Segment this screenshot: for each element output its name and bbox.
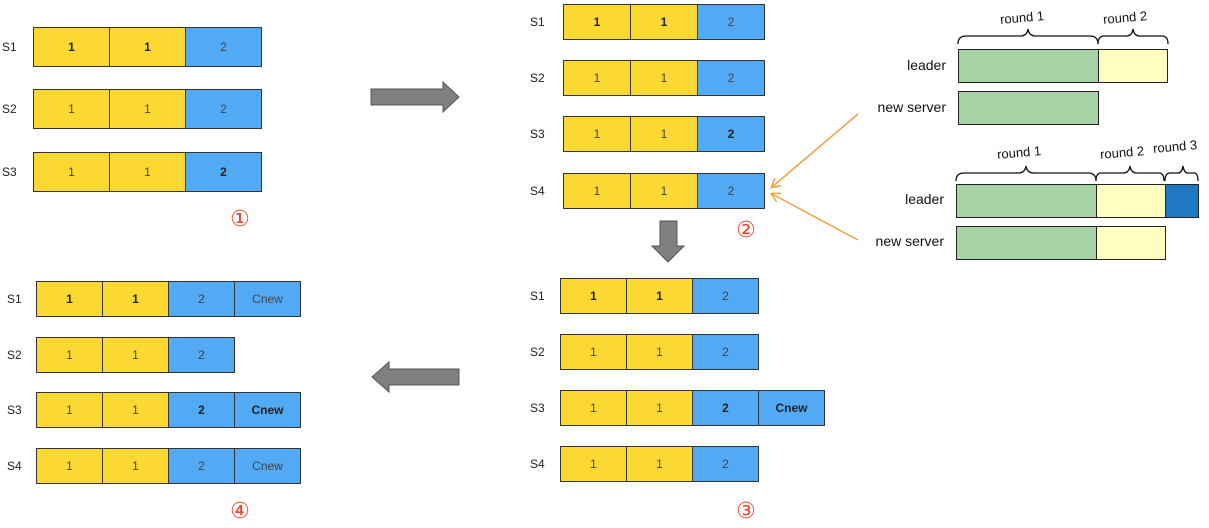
log-entry-term2: 2 <box>185 27 262 67</box>
log-entry-term1: 1 <box>626 446 693 482</box>
log-entry-term1: 1 <box>630 173 698 209</box>
log-entry-term1: 1 <box>626 334 693 370</box>
brace-bottom-round3 <box>1164 165 1199 182</box>
server-label: S2 <box>7 348 22 362</box>
log-entry-term1: 1 <box>630 116 698 152</box>
log-entry-term1: 1 <box>102 392 169 428</box>
server-label: S3 <box>7 403 22 417</box>
gray-arrow-right <box>370 80 460 114</box>
log-entry-term2: 2 <box>697 173 765 209</box>
leader-round1-bar-bottom <box>956 184 1097 218</box>
new-server-round1-bar-bottom <box>956 226 1097 260</box>
log-entry-term1: 1 <box>102 281 169 317</box>
log-entry-term1: 1 <box>560 278 627 314</box>
log-entry-term1: 1 <box>102 337 169 373</box>
gray-arrow-down <box>650 220 686 263</box>
log-entry-cnew: Cnew <box>758 390 825 426</box>
log-entry-term2: 2 <box>697 60 765 96</box>
log-entry-cnew: Cnew <box>234 281 301 317</box>
orange-arrow-upper <box>772 113 859 187</box>
server-label: S3 <box>530 127 545 141</box>
new-server-label-bottom: new server <box>875 233 944 249</box>
log-entry-term1: 1 <box>563 116 631 152</box>
server-label: S2 <box>530 71 545 85</box>
server-label: S2 <box>2 102 17 116</box>
server-label: S1 <box>530 15 545 29</box>
log-entry-term2: 2 <box>692 390 759 426</box>
server-label: S3 <box>2 165 17 179</box>
brace-top-round1 <box>957 28 1099 45</box>
gray-arrow-left <box>371 360 460 394</box>
brace-bottom-round1 <box>955 165 1097 182</box>
log-entry-term1: 1 <box>109 152 186 192</box>
leader-label-top: leader <box>907 57 946 73</box>
log-entry-term1: 1 <box>109 89 186 129</box>
log-entry-term2: 2 <box>692 446 759 482</box>
orange-arrow-lower <box>772 194 859 241</box>
log-entry-term1: 1 <box>560 334 627 370</box>
log-entry-term2: 2 <box>692 278 759 314</box>
new-server-label-top: new server <box>877 99 946 115</box>
log-entry-term1: 1 <box>36 448 103 484</box>
brace-top-round2 <box>1097 28 1169 45</box>
log-entry-term2: 2 <box>692 334 759 370</box>
log-entry-term2: 2 <box>185 89 262 129</box>
step-marker-2: ② <box>736 217 756 242</box>
new-server-round1-bar-top <box>958 91 1099 125</box>
server-label: S4 <box>7 459 22 473</box>
server-label: S4 <box>530 184 545 198</box>
log-entry-term2: 2 <box>168 448 235 484</box>
server-label: S1 <box>530 289 545 303</box>
log-entry-term1: 1 <box>560 390 627 426</box>
log-entry-term2: 2 <box>697 116 765 152</box>
log-entry-term1: 1 <box>563 173 631 209</box>
log-entry-term2: 2 <box>697 4 765 40</box>
step-marker-3: ③ <box>736 498 756 523</box>
log-entry-term1: 1 <box>626 278 693 314</box>
log-entry-term1: 1 <box>109 27 186 67</box>
log-entry-cnew: Cnew <box>234 392 301 428</box>
leader-round1-bar-top <box>958 49 1099 83</box>
server-label: S1 <box>7 292 22 306</box>
log-entry-term1: 1 <box>560 446 627 482</box>
server-label: S1 <box>2 40 17 54</box>
leader-round2-bar-top <box>1098 49 1168 83</box>
log-entry-term1: 1 <box>36 281 103 317</box>
log-entry-term1: 1 <box>36 337 103 373</box>
log-entry-term2: 2 <box>185 152 262 192</box>
log-entry-cnew: Cnew <box>234 448 301 484</box>
log-entry-term1: 1 <box>563 4 631 40</box>
log-entry-term2: 2 <box>168 337 235 373</box>
server-label: S4 <box>530 457 545 471</box>
log-entry-term1: 1 <box>33 152 110 192</box>
step-marker-4: ④ <box>230 498 250 523</box>
round-braces <box>955 28 1199 182</box>
log-entry-term1: 1 <box>563 60 631 96</box>
log-entry-term1: 1 <box>33 27 110 67</box>
server-label: S3 <box>530 401 545 415</box>
log-entry-term2: 2 <box>168 281 235 317</box>
leader-label-bottom: leader <box>905 191 944 207</box>
new-server-round2-bar-bottom <box>1096 226 1166 260</box>
log-entry-term2: 2 <box>168 392 235 428</box>
step-marker-1: ① <box>230 206 250 231</box>
log-entry-term1: 1 <box>626 390 693 426</box>
log-entry-term1: 1 <box>102 448 169 484</box>
log-entry-term1: 1 <box>36 392 103 428</box>
server-label: S2 <box>530 345 545 359</box>
brace-bottom-round2 <box>1095 165 1165 182</box>
log-entry-term1: 1 <box>33 89 110 129</box>
log-entry-term1: 1 <box>630 4 698 40</box>
log-entry-term1: 1 <box>630 60 698 96</box>
leader-round2-bar-bottom <box>1096 184 1166 218</box>
leader-round3-bar-bottom <box>1165 184 1199 218</box>
